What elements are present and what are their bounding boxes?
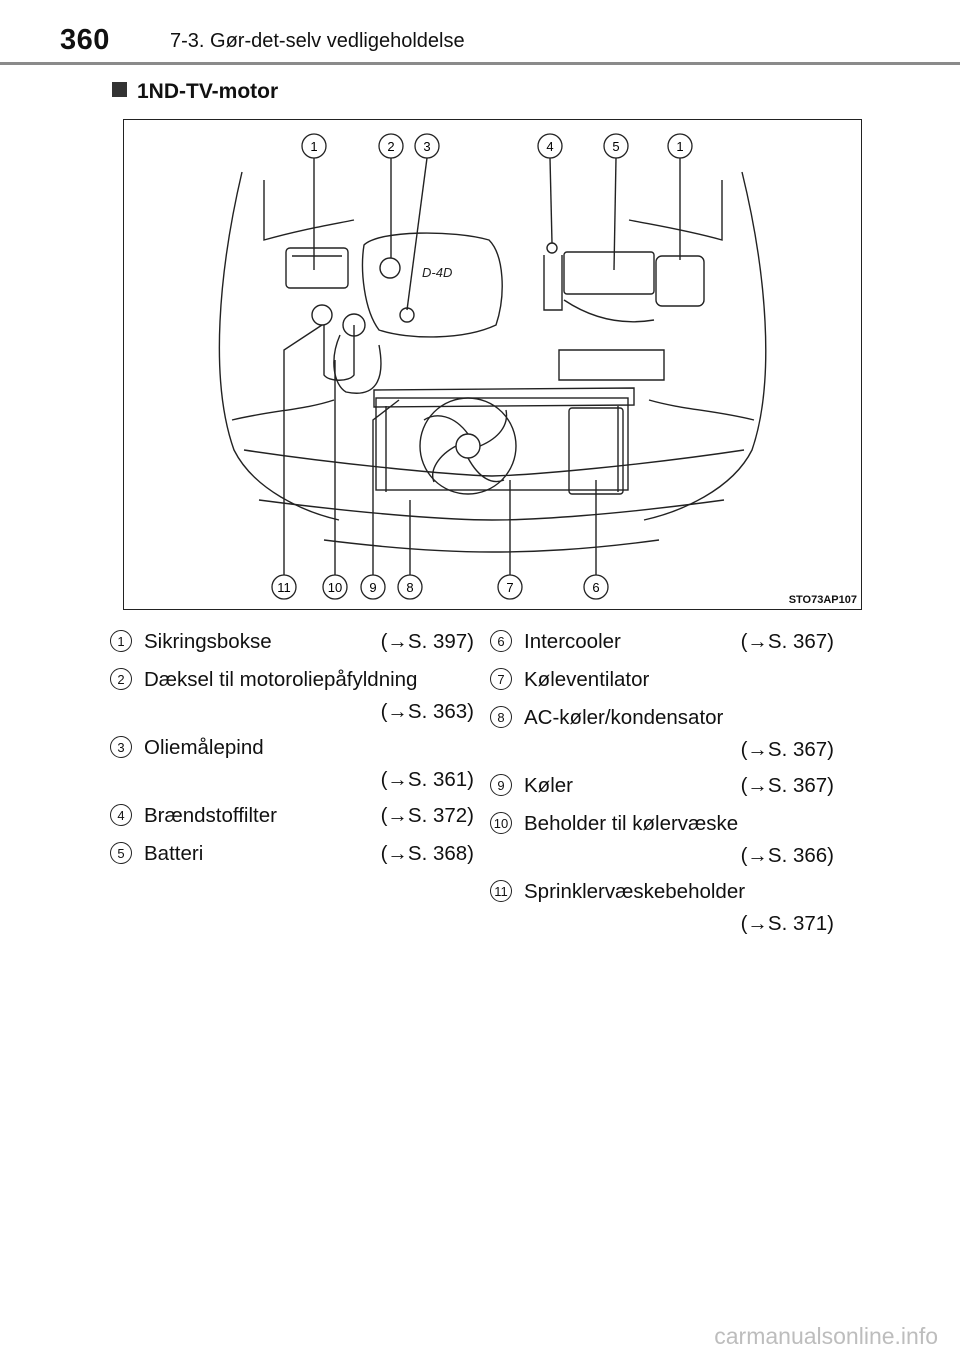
legend-item: 4 Brændstoffilter (→S. 372): [110, 799, 480, 837]
bottom-callouts: 11 10 9 8 7 6: [271, 574, 609, 600]
section-title: 1ND-TV-motor: [112, 80, 278, 104]
legend-left-column: 1 Sikringsbokse (→S. 397) 2 Dæksel til m…: [110, 625, 480, 875]
legend-item: 9 Køler (→S. 367): [490, 769, 840, 807]
callout-bottom-11-text: 11: [277, 580, 291, 595]
item-label: Sikringsbokse: [144, 630, 272, 653]
top-callouts: 1 2 3 4 5 1: [301, 133, 693, 159]
legend-item: 6 Intercooler (→S. 367): [490, 625, 840, 663]
callout-bottom-10-text: 10: [328, 580, 342, 595]
callout-top-1: 1: [301, 133, 327, 159]
item-label: Intercooler: [524, 630, 621, 653]
item-number-badge: 3: [110, 736, 132, 758]
callout-bottom-8-text: 8: [406, 580, 413, 595]
item-label: Køler: [524, 774, 573, 797]
callout-top-1-text: 1: [310, 139, 317, 154]
page-number: 360: [60, 24, 110, 56]
page-reference: (→S. 371): [740, 912, 834, 935]
callout-top-4-text: 4: [546, 139, 553, 154]
callout-top-4: 4: [537, 133, 563, 159]
callout-top-3-text: 3: [423, 139, 430, 154]
chapter-title: 7-3. Gør-det-selv vedligeholdelse: [170, 30, 465, 52]
header-rule: [0, 62, 960, 65]
item-number-badge: 9: [490, 774, 512, 796]
legend-item: 3 Oliemålepind (→S. 361): [110, 731, 480, 799]
legend-item: 5 Batteri (→S. 368): [110, 837, 480, 875]
page-header: 360 7-3. Gør-det-selv vedligeholdelse: [0, 0, 960, 62]
item-number-badge: 5: [110, 842, 132, 864]
item-label: Batteri: [144, 842, 204, 865]
legend-right-column: 6 Intercooler (→S. 367) 7 Køleventilator…: [490, 625, 840, 943]
item-label: Brændstoffilter: [144, 804, 277, 827]
item-number-badge: 8: [490, 706, 512, 728]
callout-bottom-7: 7: [497, 574, 523, 600]
callout-bottom-9: 9: [360, 574, 386, 600]
callout-top-2: 2: [378, 133, 404, 159]
item-number-badge: 4: [110, 804, 132, 826]
callout-bottom-7-text: 7: [506, 580, 513, 595]
item-number-badge: 2: [110, 668, 132, 690]
item-number-badge: 7: [490, 668, 512, 690]
callout-bottom-9-text: 9: [369, 580, 376, 595]
engine-badge-text: D-4D: [422, 265, 452, 280]
legend-item: 10 Beholder til kølervæske (→S. 366): [490, 807, 840, 875]
page-reference: (→S. 366): [740, 844, 834, 867]
engine-illustration: D-4D 1 2 3 4 5 1 11 10 9 8 7 6: [218, 133, 767, 600]
page-reference: (→S. 367): [740, 630, 834, 653]
page-reference: (→S. 372): [380, 804, 474, 827]
item-number-badge: 6: [490, 630, 512, 652]
square-bullet-icon: [112, 82, 127, 97]
legend-item: 11 Sprinklervæskebeholder (→S. 371): [490, 875, 840, 943]
callout-top-5-text: 5: [612, 139, 619, 154]
callout-top-2-text: 2: [387, 139, 394, 154]
engine-compartment-figure: D-4D 1 2 3 4 5 1 11 10 9 8 7 6 STO73AP10…: [123, 119, 862, 610]
watermark: carmanualsonline.info: [714, 1323, 938, 1349]
callout-bottom-11: 11: [271, 574, 297, 600]
page-reference: (→S. 368): [380, 842, 474, 865]
callout-bottom-6-text: 6: [592, 580, 599, 595]
legend-item: 7 Køleventilator: [490, 663, 840, 701]
callout-top-5: 5: [603, 133, 629, 159]
legend-item: 8 AC-køler/kondensator (→S. 367): [490, 701, 840, 769]
legend-item: 1 Sikringsbokse (→S. 397): [110, 625, 480, 663]
item-number-badge: 10: [490, 812, 512, 834]
item-label: Køleventilator: [524, 668, 650, 691]
page-reference: (→S. 361): [380, 768, 474, 791]
item-number-badge: 1: [110, 630, 132, 652]
callout-top-6: 1: [667, 133, 693, 159]
callout-bottom-6: 6: [583, 574, 609, 600]
item-label: Dæksel til motoroliepåfyldning: [144, 668, 418, 691]
page-reference: (→S. 367): [740, 774, 834, 797]
callout-bottom-10: 10: [322, 574, 348, 600]
item-label: Oliemålepind: [144, 736, 264, 759]
legend-item: 2 Dæksel til motoroliepåfyldning (→S. 36…: [110, 663, 480, 731]
item-number-badge: 11: [490, 880, 512, 902]
item-label: AC-køler/kondensator: [524, 706, 724, 729]
page-reference: (→S. 397): [380, 630, 474, 653]
page-reference: (→S. 363): [380, 700, 474, 723]
page-reference: (→S. 367): [740, 738, 834, 761]
callout-bottom-8: 8: [397, 574, 423, 600]
item-label: Beholder til kølervæske: [524, 812, 739, 835]
callout-top-3: 3: [414, 133, 440, 159]
section-title-text: 1ND-TV-motor: [137, 80, 279, 103]
figure-code: STO73AP107: [788, 594, 857, 606]
item-label: Sprinklervæskebeholder: [524, 880, 746, 903]
callout-top-6-text: 1: [676, 139, 683, 154]
